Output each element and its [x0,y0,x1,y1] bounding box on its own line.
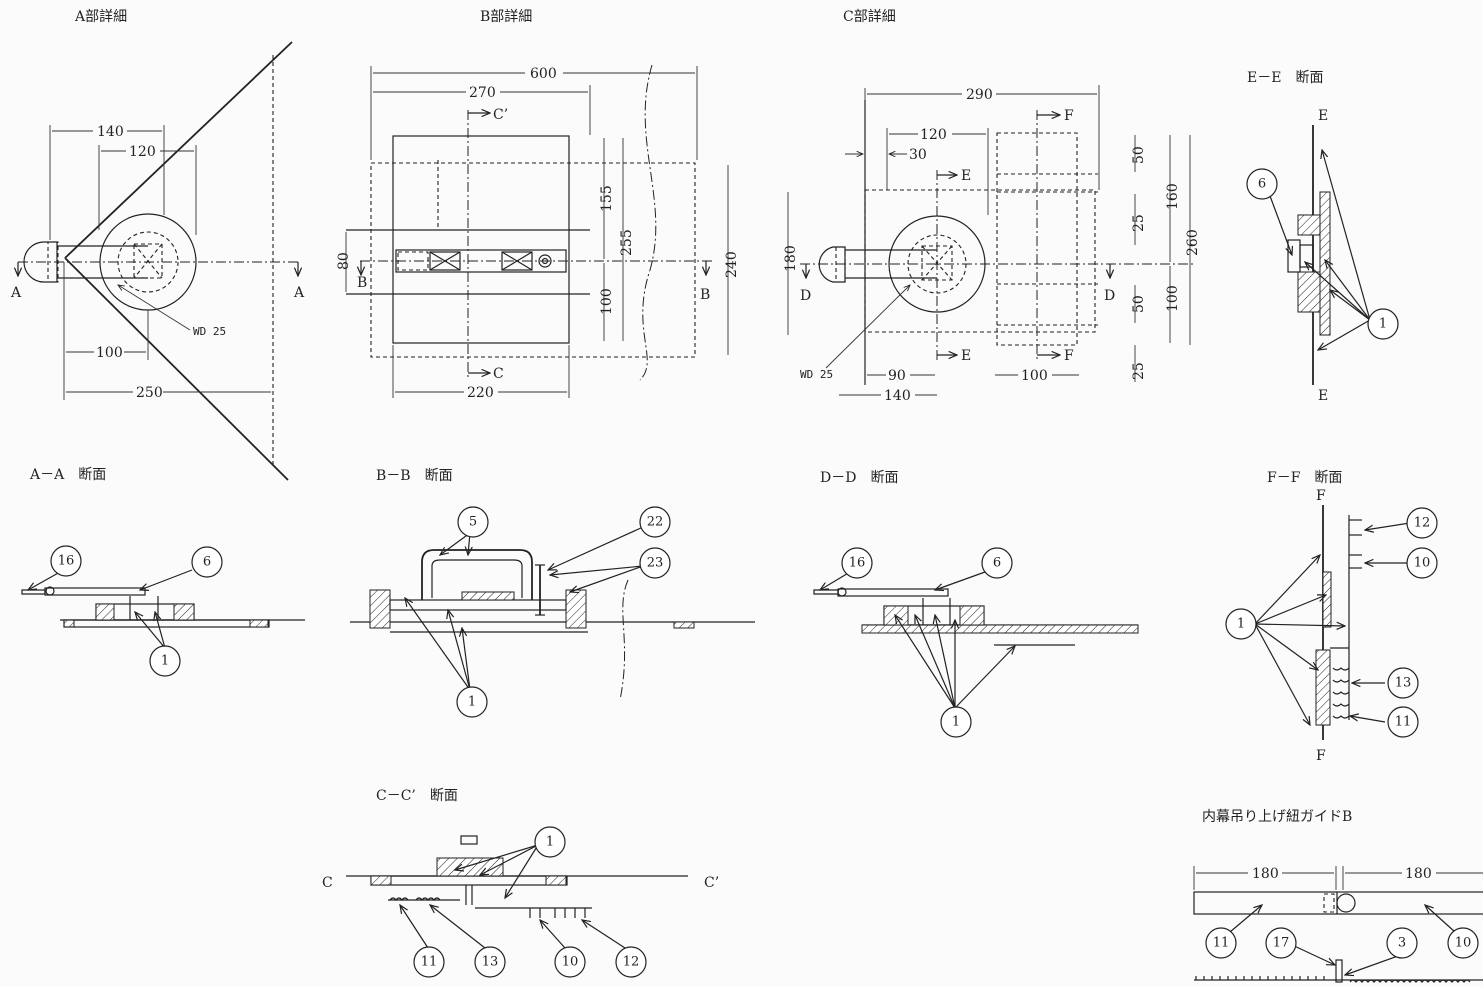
title-dd-section: D－D 断面 [820,470,898,486]
c-dim-25-bottom: 25 [1131,362,1147,380]
ff-bubble-10: 10 [1414,556,1431,571]
cc-bubble-10: 10 [562,955,579,970]
cc-bubble-11: 11 [421,955,438,970]
c-section-e-top: E [961,168,971,184]
b-dim-240: 240 [724,251,740,278]
ff-bubble-13: 13 [1395,676,1412,691]
guide-dim-180-right: 180 [1405,866,1432,882]
a-wd-label: WD 25 [193,325,226,338]
c-section-f-bottom: F [1064,348,1074,364]
guide-bubble-17: 17 [1273,936,1290,951]
aa-bubble-16: 16 [58,554,75,569]
bb-bubble-22: 22 [647,515,664,530]
a-section-right: A [293,285,305,301]
guide-b-view: 180 180 11 17 3 10 [1193,865,1483,983]
ee-bubble-6: 6 [1258,177,1266,192]
guide-dim-180-left: 180 [1252,866,1279,882]
c-dim-50-bottom: 50 [1131,295,1147,313]
c-dim-30: 30 [909,147,927,163]
b-dim-80: 80 [336,252,352,270]
guide-bubble-3: 3 [1398,936,1406,951]
a-detail-view: A A 140 120 100 250 WD 25 [10,41,305,481]
c-dim-25-top: 25 [1131,214,1147,232]
c-dim-50-top: 50 [1131,146,1147,164]
ff-bubble-11: 11 [1395,715,1412,730]
c-wd-label: WD 25 [800,368,833,381]
cc-label-right: C’ [704,875,719,891]
b-section-c-prime: C’ [493,107,508,123]
c-dim-100-right: 100 [1165,285,1181,312]
b-detail-view: C’ C B B 600 270 220 80 155 255 100 240 [336,64,740,401]
title-cc-section: C－C’ 断面 [376,788,458,804]
bb-bubble-1: 1 [468,695,476,710]
title-a-detail: A部詳細 [74,9,127,25]
title-guide-b: 内幕吊り上げ紐ガイドB [1202,809,1352,825]
cc-bubble-13: 13 [482,955,499,970]
b-dim-100: 100 [599,288,615,315]
cc-label-left: C [322,875,333,891]
cc-bubble-12: 12 [623,955,640,970]
title-bb-section: B－B 断面 [376,468,453,484]
aa-bubble-6: 6 [203,555,211,570]
bb-bubble-5: 5 [469,515,477,530]
c-dim-290: 290 [966,87,993,103]
b-section-b-right: B [700,287,710,303]
c-dim-140: 140 [884,388,911,404]
title-c-detail: C部詳細 [843,9,896,25]
dd-bubble-6: 6 [993,556,1001,571]
title-b-detail: B部詳細 [480,9,532,25]
b-section-c: C [493,366,504,382]
ee-label-bottom: E [1318,388,1328,404]
guide-bubble-10: 10 [1455,936,1472,951]
b-section-b-left: B [357,275,367,291]
b-dim-220: 220 [467,385,494,401]
c-section-d-left: D [800,288,811,304]
dd-section-view: 16 6 1 [813,547,1139,738]
c-dim-160: 160 [1165,183,1181,210]
guide-bubble-11: 11 [1213,936,1230,951]
c-section-d-right: D [1104,288,1115,304]
a-section-left: A [10,285,22,301]
title-ee-section: E－E 断面 [1247,70,1323,86]
c-dim-100: 100 [1021,368,1048,384]
c-section-e-bottom: E [961,348,971,364]
cc-bubble-1: 1 [546,835,554,850]
c-detail-view: E E F F D D 290 120 30 180 90 140 100 [783,85,1201,404]
aa-section-view: 16 6 1 [21,545,305,677]
ee-bubble-1: 1 [1379,317,1387,332]
ff-section-view: F F 12 10 1 13 11 [1225,488,1438,764]
b-dim-155: 155 [599,185,615,212]
c-dim-90: 90 [888,368,906,384]
ee-label-top: E [1318,108,1328,124]
ff-bubble-12: 12 [1414,516,1431,531]
c-dim-120: 120 [920,127,947,143]
ff-label-top: F [1316,488,1326,504]
c-dim-180: 180 [783,245,799,272]
bb-bubble-23: 23 [647,556,664,571]
aa-bubble-1: 1 [161,654,169,669]
dd-bubble-16: 16 [849,556,866,571]
b-dim-600: 600 [530,66,557,82]
title-aa-section: A－A 断面 [29,467,106,483]
ff-label-bottom: F [1316,748,1326,764]
a-dim-140: 140 [97,124,124,140]
a-dim-100: 100 [96,345,123,361]
c-section-f-top: F [1064,108,1074,124]
cc-section-view: C C’ 1 11 13 10 12 [322,826,719,978]
b-dim-270: 270 [469,85,496,101]
title-ff-section: F－F 断面 [1267,470,1342,486]
ee-section-view: E E 6 1 [1246,108,1399,404]
a-dim-120: 120 [129,144,156,160]
b-dim-255: 255 [619,229,635,256]
dd-bubble-1: 1 [952,715,960,730]
ff-bubble-1: 1 [1237,617,1245,632]
a-dim-250: 250 [136,385,163,401]
bb-section-view: 5 22 23 1 [350,506,755,718]
c-dim-260: 260 [1185,229,1201,256]
